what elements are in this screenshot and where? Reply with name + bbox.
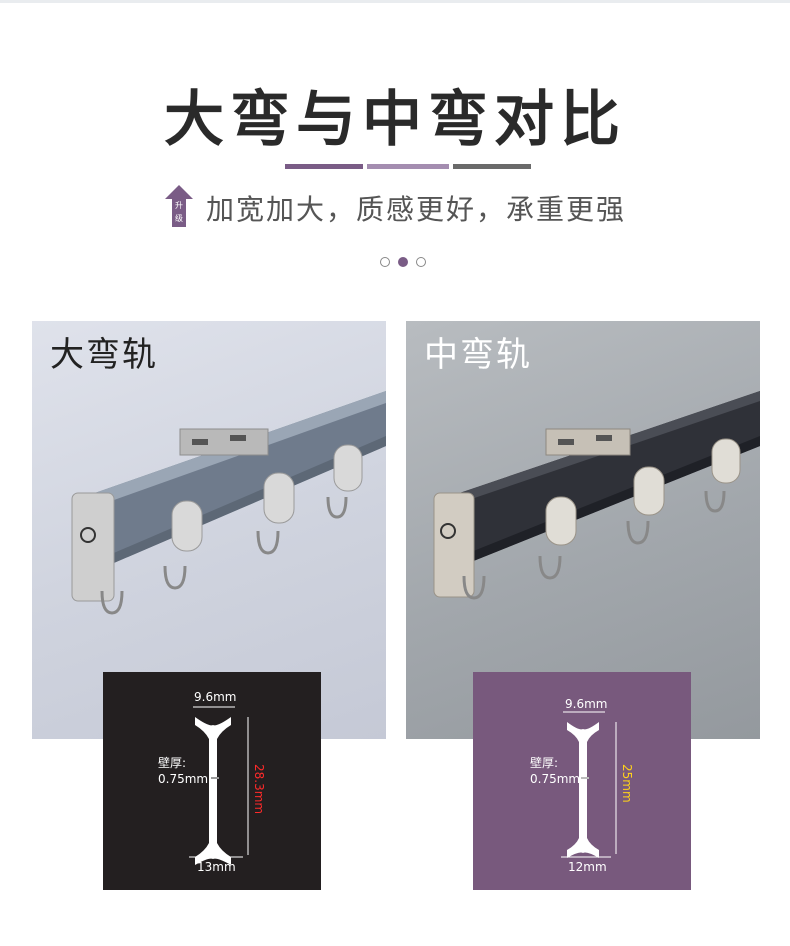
rail-label: 大弯轨 xyxy=(50,335,158,375)
page-title: 大弯与中弯对比 xyxy=(164,85,626,155)
bottom-width-label: 13mm xyxy=(197,860,236,874)
rail-label: 中弯轨 xyxy=(424,335,532,375)
wall-thickness-value: 0.75mm xyxy=(530,772,581,786)
pager-dot-active[interactable] xyxy=(398,257,408,267)
underline-segment-2 xyxy=(367,164,449,169)
pager-dot[interactable] xyxy=(416,257,426,267)
rail-profile-diagram xyxy=(561,711,617,858)
top-divider xyxy=(0,0,790,3)
upgrade-badge: 升级 xyxy=(172,199,186,227)
height-value: 28.3mm xyxy=(252,764,266,815)
upgrade-arrow-icon: 升级 xyxy=(165,185,193,227)
top-width-label: 9.6mm xyxy=(194,690,237,704)
medium-curve-rail-image: 中弯轨 xyxy=(406,321,760,739)
underline-segment-3 xyxy=(453,164,531,169)
underline-segment-1 xyxy=(285,164,363,169)
height-value: 25mm xyxy=(620,764,634,803)
rail-illustration xyxy=(71,391,386,615)
top-width-label: 9.6mm xyxy=(565,697,608,711)
large-curve-rail-image: 大弯轨 xyxy=(32,321,386,739)
pager-dot[interactable] xyxy=(380,257,390,267)
large-curve-profile-card: 9.6mm 壁厚: 0.75mm 28.3mm 13mm xyxy=(103,672,321,890)
rail-illustration xyxy=(433,391,760,600)
bottom-width-label: 12mm xyxy=(568,860,607,874)
medium-curve-profile-card: 9.6mm 壁厚: 0.75mm 25mm 12mm xyxy=(473,672,691,890)
rail-profile-diagram xyxy=(189,706,249,865)
subtitle: 加宽加大，质感更好，承重更强 xyxy=(206,193,627,226)
carousel-pager xyxy=(380,257,430,269)
wall-thickness-label: 壁厚: xyxy=(158,756,187,770)
title-underline xyxy=(285,164,531,169)
wall-thickness-value: 0.75mm xyxy=(158,772,209,786)
wall-thickness-label: 壁厚: xyxy=(530,756,559,770)
arrow-up-icon xyxy=(165,185,193,199)
